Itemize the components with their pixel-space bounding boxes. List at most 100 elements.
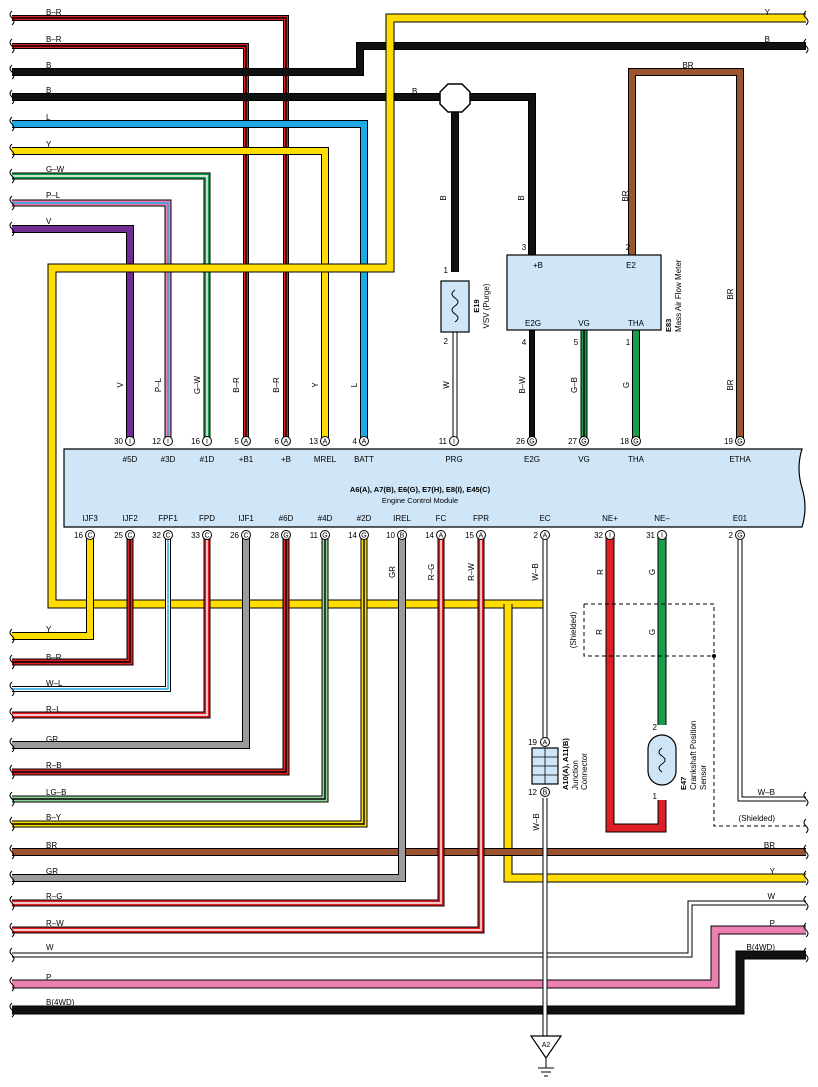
pin-signal: #4D bbox=[318, 514, 333, 523]
wire-color-label: R–G bbox=[46, 892, 62, 901]
pin-letter: C bbox=[127, 533, 132, 540]
ecm-module bbox=[63, 448, 806, 528]
pin-number: 13 bbox=[309, 437, 318, 446]
wire-y-right bbox=[503, 604, 806, 883]
wire-b-r-ijf2 bbox=[12, 535, 134, 666]
wire-break-mark bbox=[9, 791, 15, 807]
junction-name: Connector bbox=[580, 753, 589, 790]
wire-color-label: W–B bbox=[758, 788, 775, 797]
wires-layer bbox=[12, 13, 806, 1038]
wire-color-label: G–W bbox=[46, 165, 65, 174]
ground-connector bbox=[529, 1035, 563, 1060]
shield-dot bbox=[712, 654, 716, 658]
wire-g-w-1d bbox=[12, 172, 211, 441]
wire-color-label: W bbox=[442, 381, 451, 389]
pin-signal: VG bbox=[578, 455, 590, 464]
ecm-bottom-pin bbox=[202, 530, 212, 540]
pin-signal: NE+ bbox=[602, 514, 618, 523]
wire-p-l-3d bbox=[12, 199, 172, 441]
wire-break-mark bbox=[803, 38, 809, 54]
wire-r-l-fpd bbox=[12, 535, 211, 719]
ecm-top-pin bbox=[579, 436, 589, 446]
pin-number: 2 bbox=[534, 531, 539, 540]
pin-number: 11 bbox=[310, 531, 319, 540]
pin-number: 16 bbox=[74, 531, 83, 540]
wire-break-mark bbox=[9, 870, 15, 886]
wire-w-b-e01 bbox=[737, 535, 806, 802]
pin-signal: #2D bbox=[357, 514, 372, 523]
pin-number: 1 bbox=[626, 338, 631, 347]
wire-break-mark bbox=[9, 89, 15, 105]
wire-color-label: G bbox=[648, 629, 657, 635]
wire-break-mark bbox=[803, 922, 809, 938]
junction-name: Junction bbox=[571, 760, 580, 790]
wire-gr-ijf1 bbox=[12, 535, 250, 749]
ecm-top-pin bbox=[735, 436, 745, 446]
coil-icon bbox=[451, 289, 459, 323]
wire-color-label: R–W bbox=[467, 563, 476, 581]
wire-color-label: BR bbox=[682, 61, 693, 70]
pin-letter: I bbox=[609, 533, 611, 540]
wire-y-mrel bbox=[12, 147, 329, 441]
wire-break-mark bbox=[9, 168, 15, 184]
wire-break-mark bbox=[9, 947, 15, 963]
pin-signal: EC bbox=[539, 514, 550, 523]
pin-letter: A bbox=[439, 533, 444, 540]
pin-signal: IJF3 bbox=[82, 514, 98, 523]
vsv-code: E19 bbox=[472, 299, 481, 312]
pin-number: 2 bbox=[729, 531, 734, 540]
splice-junction bbox=[439, 83, 471, 113]
pin-letter: G bbox=[322, 533, 327, 540]
pin-letter: G bbox=[737, 533, 742, 540]
pin-signal: IJF2 bbox=[122, 514, 138, 523]
wire-color-label: B bbox=[46, 61, 51, 70]
pin-number: 5 bbox=[574, 338, 579, 347]
wire-b-r-plus-b bbox=[12, 15, 289, 441]
ecm-top-pin bbox=[449, 436, 459, 446]
wire-color-label: B bbox=[517, 195, 526, 200]
wire-color-label: P bbox=[46, 973, 51, 982]
junction-code: A10(A), A11(B) bbox=[561, 738, 570, 790]
wire-color-label: P–L bbox=[46, 191, 61, 200]
ecm-bottom-pin bbox=[735, 530, 745, 540]
pin-signal: E2G bbox=[524, 455, 540, 464]
pin-letter: G bbox=[529, 439, 534, 446]
wire-color-label: R bbox=[595, 629, 604, 635]
wire-color-label: R–W bbox=[46, 919, 64, 928]
ecm-top-pin bbox=[125, 436, 135, 446]
pin-letter: B bbox=[400, 533, 405, 540]
pin-letter: C bbox=[243, 533, 248, 540]
wire-break-mark bbox=[9, 628, 15, 644]
shield-line bbox=[583, 604, 714, 657]
pin-number: 12 bbox=[528, 788, 537, 797]
pin-letter: A bbox=[479, 533, 484, 540]
wire-br-etha bbox=[628, 68, 744, 441]
wire-b-right bbox=[12, 42, 806, 76]
pin-letter: A bbox=[244, 439, 249, 446]
wire-break-mark bbox=[9, 221, 15, 237]
pin-signal: +B bbox=[533, 261, 543, 270]
wire-color-label: B bbox=[46, 86, 51, 95]
ecm-top-pin bbox=[241, 436, 251, 446]
ecm-bottom-pin bbox=[540, 530, 550, 540]
wire-color-label: B bbox=[439, 195, 448, 200]
ecm-bottom-pin bbox=[281, 530, 291, 540]
pin-letter: G bbox=[361, 533, 366, 540]
ecm-bottom-pin bbox=[85, 530, 95, 540]
pin-letter: C bbox=[204, 533, 209, 540]
wire-break-mark bbox=[9, 64, 15, 80]
pin-number: 25 bbox=[114, 531, 123, 540]
wire-v-5d bbox=[12, 225, 134, 441]
pin-signal: FPF1 bbox=[158, 514, 178, 523]
ecm-bottom-pin bbox=[605, 530, 615, 540]
pin-letter: C bbox=[165, 533, 170, 540]
wire-color-label: L bbox=[350, 382, 359, 387]
pin-signal: NE– bbox=[654, 514, 670, 523]
pin-number: 31 bbox=[646, 531, 655, 540]
wire-color-label: GR bbox=[388, 566, 397, 578]
wire-break-mark bbox=[803, 895, 809, 911]
pin-signal: E01 bbox=[733, 514, 748, 523]
pin-number: 2 bbox=[444, 337, 449, 346]
pin-letter: A bbox=[284, 439, 289, 446]
